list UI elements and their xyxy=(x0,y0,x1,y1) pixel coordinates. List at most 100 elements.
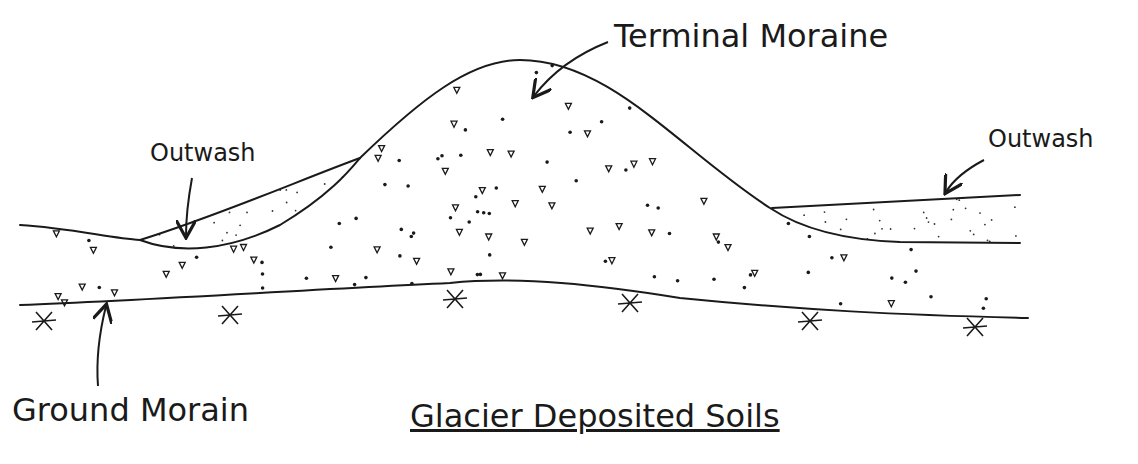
leader-arrows xyxy=(97,42,984,386)
till-stone xyxy=(375,155,381,161)
till-grain xyxy=(261,286,265,290)
till-grain xyxy=(628,106,632,110)
till-grain xyxy=(459,153,463,157)
outwash-label: Outwash xyxy=(988,126,1094,154)
till-grain xyxy=(712,277,716,281)
outwash-grain xyxy=(846,218,848,220)
outwash-grain xyxy=(246,212,248,214)
till-stone xyxy=(565,103,571,109)
till-stone xyxy=(521,239,527,245)
till-grain xyxy=(653,275,657,279)
till-stone xyxy=(53,231,59,237)
till-grain xyxy=(676,279,680,283)
till-stone xyxy=(79,284,85,290)
till-grain xyxy=(535,71,539,75)
till-grain xyxy=(600,120,604,124)
till-grain xyxy=(400,228,404,232)
outwash-grain xyxy=(881,228,883,230)
outwash-grain xyxy=(229,212,231,214)
till-grain xyxy=(338,222,342,226)
outwash-grain xyxy=(840,229,842,231)
till-stone xyxy=(606,166,612,172)
outwash-grain xyxy=(239,224,241,226)
ground-moraine-label: Ground Morain xyxy=(12,392,249,429)
till-stone xyxy=(701,198,707,204)
outwash-grain xyxy=(984,224,986,226)
till-grain xyxy=(406,184,410,188)
till-grain xyxy=(482,211,486,215)
terminal-moraine-label: Terminal Moraine xyxy=(614,18,888,55)
till-grain xyxy=(364,276,368,280)
outwash-grain xyxy=(296,192,298,194)
till-stone xyxy=(251,257,257,263)
till-stone xyxy=(500,273,506,279)
outwash-grain xyxy=(226,232,228,234)
till-grain xyxy=(982,307,986,311)
till-grain xyxy=(545,160,549,164)
till-grain xyxy=(574,179,578,183)
outwash-grain xyxy=(958,199,960,201)
till-stone xyxy=(451,121,457,127)
till-stone xyxy=(379,146,385,152)
outwash-grain xyxy=(295,210,297,212)
till-grain xyxy=(830,256,834,260)
outwash-grain xyxy=(824,211,826,213)
till-stone xyxy=(649,230,655,236)
till-grain xyxy=(410,235,414,239)
till-stone xyxy=(539,186,545,192)
till-stone xyxy=(453,205,459,211)
outwash-grain xyxy=(979,212,981,214)
till-grain xyxy=(305,276,309,280)
till-stone xyxy=(241,245,247,251)
soil-outlines xyxy=(20,60,1028,318)
outwash-grain xyxy=(951,219,953,221)
till-grain xyxy=(87,239,91,243)
till-grain xyxy=(568,131,572,135)
till-stone xyxy=(725,245,731,251)
till-grain xyxy=(890,276,894,280)
till-stone xyxy=(479,188,485,194)
till-grain xyxy=(467,220,471,224)
outwash-grain xyxy=(222,240,224,242)
outwash-grain xyxy=(173,245,175,247)
till-grain xyxy=(383,183,387,187)
till-stone xyxy=(231,246,237,252)
till-stone xyxy=(442,168,448,174)
till-stone xyxy=(512,201,518,207)
till-grain xyxy=(464,128,468,132)
outwash-grain xyxy=(1015,235,1017,237)
till-grain xyxy=(495,186,499,190)
till-grain xyxy=(98,286,102,290)
till-stone xyxy=(333,276,339,282)
till-grain xyxy=(807,271,811,275)
till-grain xyxy=(261,272,265,276)
till-grain xyxy=(914,269,918,273)
outwash-grain xyxy=(213,222,215,224)
till-grain xyxy=(354,217,358,221)
outwash-grain xyxy=(938,236,940,238)
till-stone xyxy=(713,234,719,240)
till-grain xyxy=(476,210,480,214)
till-grain xyxy=(646,204,650,208)
outwash-grain xyxy=(926,217,928,219)
outwash-grain xyxy=(235,234,237,236)
till-grain xyxy=(474,195,478,199)
till-stone xyxy=(587,228,593,234)
outwash-grain xyxy=(890,228,892,230)
outwash-grain xyxy=(973,234,975,236)
till-grain xyxy=(904,280,908,284)
till-grain xyxy=(329,245,333,249)
outwash-grain xyxy=(879,220,881,222)
outwash-grain xyxy=(803,214,805,216)
till-grain xyxy=(808,235,812,239)
till-grain xyxy=(449,216,453,220)
till-grain xyxy=(436,157,440,161)
till-stone xyxy=(163,271,169,277)
till-grain xyxy=(501,118,505,122)
till-grain xyxy=(353,283,357,287)
outwash-grain xyxy=(991,219,993,221)
till-grain xyxy=(749,273,753,277)
till-grain xyxy=(743,286,747,290)
till-stone xyxy=(616,224,622,230)
